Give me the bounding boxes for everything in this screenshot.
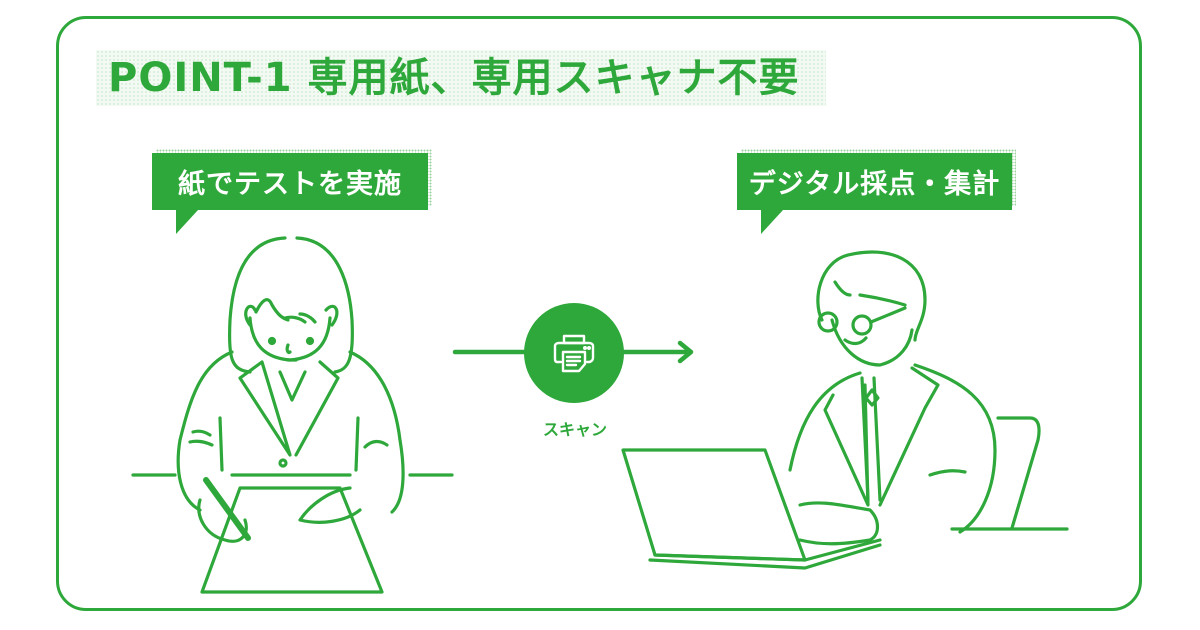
bubble-tail — [761, 210, 783, 234]
scan-step-circle — [524, 303, 624, 403]
man-laptop-illustration — [621, 250, 1069, 570]
bubble-tail — [176, 210, 198, 234]
right-speech-bubble: デジタル採点・集計 — [737, 149, 1016, 234]
content-frame — [56, 16, 1142, 611]
woman-writing-illustration — [131, 236, 454, 594]
printer-scanner-icon — [553, 334, 595, 373]
page-title: POINT-1 専用紙、専用スキャナ不要 — [108, 55, 800, 101]
right-bubble-label: デジタル採点・集計 — [737, 153, 1012, 210]
left-speech-bubble: 紙でテストを実施 — [152, 149, 432, 234]
left-bubble-label: 紙でテストを実施 — [152, 153, 428, 210]
scan-label: スキャン — [542, 420, 607, 439]
title-background — [96, 50, 826, 106]
